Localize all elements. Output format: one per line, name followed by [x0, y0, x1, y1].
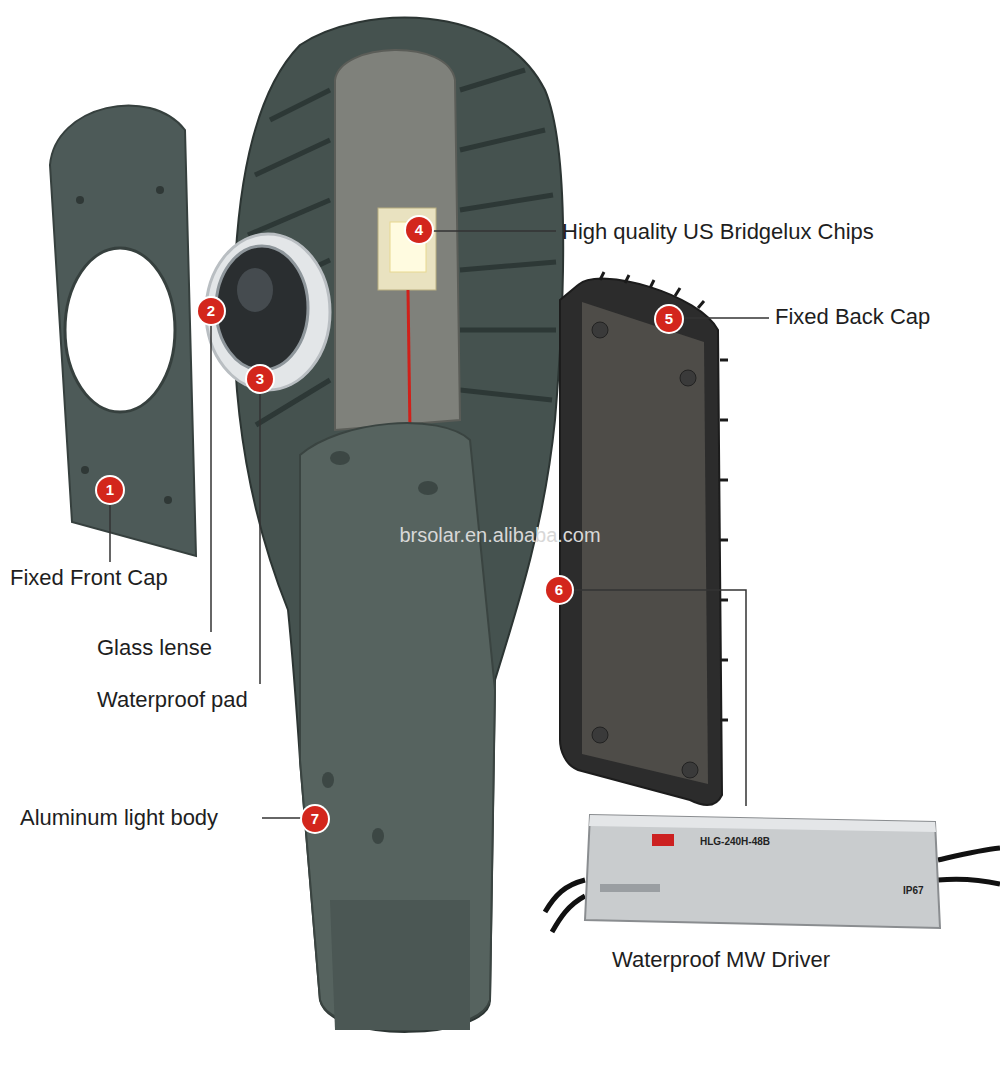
callout-number: 7: [302, 806, 328, 832]
part-label: Glass lense: [97, 635, 212, 661]
part-label: High quality US Bridgelux Chips: [562, 219, 874, 245]
callout-number: 4: [406, 217, 432, 243]
part-label: Fixed Front Cap: [10, 565, 168, 591]
driver-drawing: [545, 815, 1000, 932]
callout-number: 1: [97, 477, 123, 503]
part-label: Waterproof MW Driver: [612, 947, 830, 973]
model-label: IP67: [903, 885, 924, 896]
callout-number: 2: [198, 298, 224, 324]
callout-number: 3: [247, 366, 273, 392]
callout-number: 5: [656, 306, 682, 332]
callout-number: 6: [546, 577, 572, 603]
watermark: brsolar.en.alibaba.com: [399, 524, 600, 547]
model-label: HLG-240H-48B: [700, 836, 770, 847]
front-cap-drawing: [50, 105, 196, 556]
part-label: Aluminum light body: [20, 805, 218, 831]
leader-lines: [110, 231, 769, 818]
part-label: Fixed Back Cap: [775, 304, 930, 330]
part-label: Waterproof pad: [97, 687, 248, 713]
lens-drawing: [206, 234, 330, 390]
